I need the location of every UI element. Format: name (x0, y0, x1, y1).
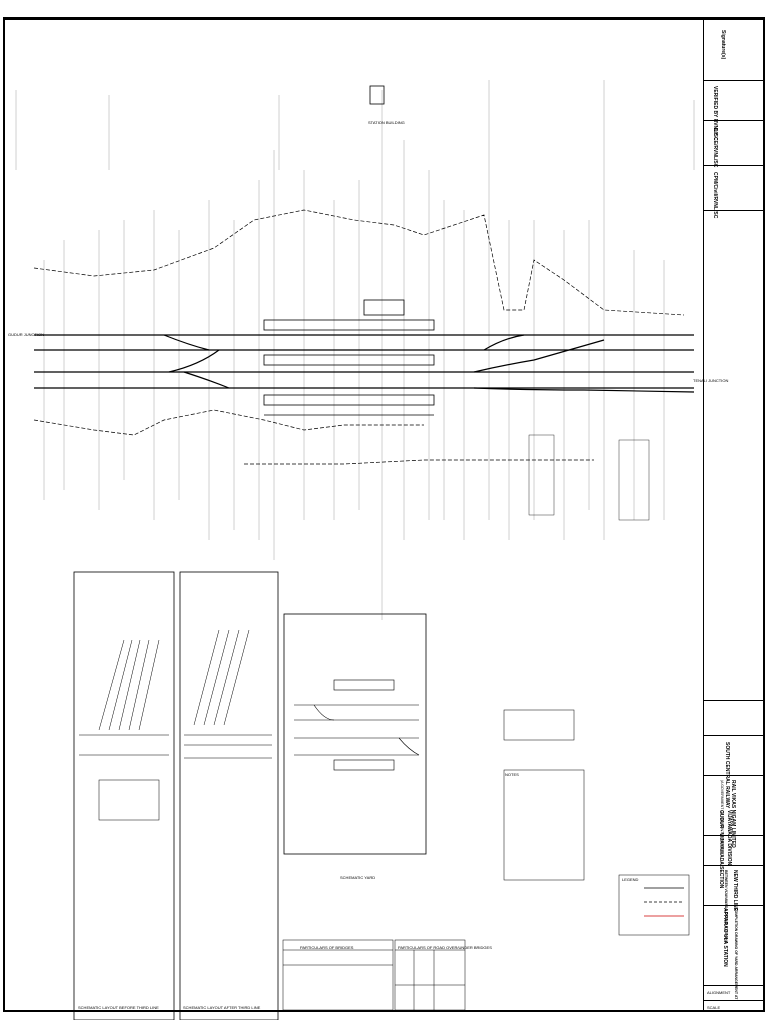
scale-label: SCALE (707, 1005, 721, 1010)
yard-layout-diagram (15, 80, 695, 1020)
inset-after (179, 571, 279, 1020)
project-name: NEW THIRD LINE (732, 870, 738, 912)
inset3-title: SCHEMATIC YARD (340, 875, 376, 880)
inset-yard (283, 613, 427, 855)
dy-ce: DY. CE/RVNL/SC (712, 128, 718, 168)
drawing-title: COMPLETION DRAWING OF YARD ARRANGEMENT A… (734, 908, 738, 1000)
drg-label: ALIGNMENT (707, 990, 731, 995)
signature-label: Signature(s) (720, 30, 726, 60)
division-name: VIJAYAWADA DIVISION (726, 810, 732, 866)
loop-lines (263, 85, 435, 416)
notes-box-1 (503, 709, 575, 741)
inset-before (73, 571, 175, 1020)
info-table-1 (528, 434, 555, 516)
notes-box-2 (503, 769, 585, 881)
info-table-2 (618, 439, 650, 521)
left-junction-label: GUDUR JUNCTION (8, 332, 44, 337)
sheet-frame (3, 18, 765, 1012)
inset2-title: SCHEMATIC LAYOUT AFTER THIRD LINE (183, 1005, 261, 1010)
notes-title: NOTES (505, 772, 519, 777)
table2-title: PARTICULARS OF ROAD OVER/UNDER BRIDGES (398, 945, 492, 950)
bridge-tables (282, 939, 466, 1011)
table1-title: PARTICULARS OF BRIDGES (300, 945, 354, 950)
boundary-lines (33, 209, 685, 465)
legend-box (618, 874, 690, 936)
station-name: APPARAO ULA STATION (722, 908, 728, 967)
station-building-label: STATION BUILDING (368, 120, 405, 125)
inset1-title: SCHEMATIC LAYOUT BEFORE THIRD LINE (78, 1005, 159, 1010)
cpm-civil: CPM/Civil/RVNL/SC (712, 172, 718, 219)
right-junction-label: TENALI JUNCTION (693, 378, 729, 383)
track-lines (34, 334, 695, 393)
title-block: Signature(s) VERIFIED BY RVNL/SC DY. CE/… (703, 20, 764, 1010)
legend-title: LEGEND (622, 877, 639, 882)
